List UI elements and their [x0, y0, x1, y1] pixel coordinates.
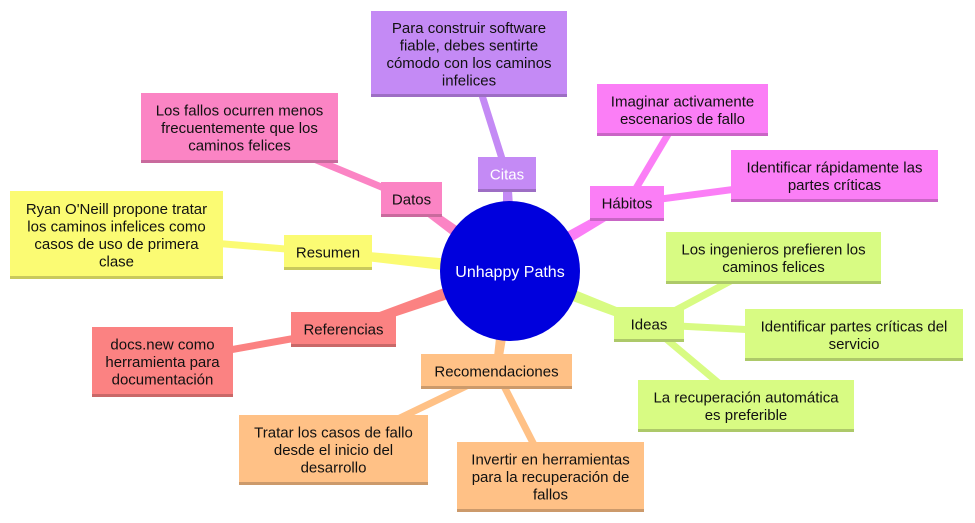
- leaf-datos-1-underline: [141, 160, 338, 163]
- leaf-recomendaciones-2-text-line: para la recuperación de: [472, 469, 630, 486]
- branch-ideas-box: [614, 307, 684, 342]
- leaf-referencias-1-underline: [92, 394, 233, 397]
- branch-habitos-box: [590, 186, 664, 221]
- branch-habitos-underline: [590, 218, 664, 221]
- leaf-habitos-1-text-line: Imaginar activamente: [611, 93, 754, 110]
- leaf-recomendaciones-2-box: [457, 442, 644, 512]
- branch-citas-box: [478, 157, 536, 192]
- leaf-recomendaciones-2-text-line: Invertir en herramientas: [471, 452, 629, 469]
- leaf-citas-1-text-line: fiable, debes sentirte: [400, 37, 538, 54]
- leaf-ideas-1-box: [666, 232, 881, 284]
- branch-citas-text-line: Citas: [490, 167, 524, 184]
- branch-resumen-box: [284, 235, 372, 270]
- branch-referencias-underline: [291, 344, 396, 347]
- root-label: Unhappy Paths: [455, 264, 564, 281]
- leaf-referencias-1-text-line: docs.new como: [110, 337, 214, 354]
- leaf-recomendaciones-1-text-line: Tratar los casos de fallo: [254, 425, 413, 442]
- branch-referencias-box: [291, 312, 396, 347]
- leaf-ideas-1-underline: [666, 281, 881, 284]
- leaf-ideas-2-text-line: servicio: [829, 336, 880, 353]
- leaf-ideas-2-text-line: Identificar partes críticas del: [761, 318, 948, 335]
- leaf-ideas-3-text-line: La recuperación automática: [653, 389, 839, 406]
- branch-citas[interactable]: Citas: [478, 157, 536, 192]
- branch-ideas[interactable]: Ideas: [614, 307, 684, 342]
- leaf-datos-1-text-line: frecuentemente que los: [161, 120, 318, 137]
- root-circle: [440, 201, 580, 341]
- leaf-resumen-1-box: [10, 191, 223, 279]
- root-node[interactable]: Unhappy Paths: [440, 201, 580, 341]
- leaf-citas-1-text-line: Para construir software: [392, 20, 546, 37]
- leaf-habitos-1-box: [597, 84, 768, 136]
- leaf-resumen-1-text-line: casos de uso de primera: [34, 236, 199, 253]
- leaf-ideas-3-box: [638, 380, 854, 432]
- leaf-ideas-1-text-line: caminos felices: [722, 259, 825, 276]
- branch-referencias[interactable]: Referencias: [291, 312, 396, 347]
- branch-resumen[interactable]: Resumen: [284, 235, 372, 270]
- leaf-recomendaciones-1-text-line: desde el inicio del: [274, 442, 393, 459]
- leaf-habitos-2-underline: [731, 199, 938, 202]
- leaf-habitos-2-box: [731, 150, 938, 202]
- leaf-recomendaciones-2-text-line: fallos: [533, 487, 568, 504]
- branch-recomendaciones-underline: [421, 386, 572, 389]
- branch-habitos[interactable]: Hábitos: [590, 186, 664, 221]
- leaf-ideas-3-text-line: es preferible: [705, 407, 788, 424]
- leaf-datos-1-text-line: caminos felices: [188, 138, 291, 155]
- branch-datos-underline: [381, 214, 442, 217]
- branch-datos-box: [381, 182, 442, 217]
- leaf-resumen-1-underline: [10, 276, 223, 279]
- branch-citas-underline: [478, 189, 536, 192]
- branch-habitos-text-line: Hábitos: [602, 196, 653, 213]
- branch-recomendaciones-text-line: Recomendaciones: [434, 364, 558, 381]
- leaf-referencias-1-box: [92, 327, 233, 397]
- branch-recomendaciones-box: [421, 354, 572, 389]
- leaf-ideas-1-text-line: Los ingenieros prefieren los: [681, 241, 865, 258]
- leaf-ideas-3-underline: [638, 429, 854, 432]
- leaf-datos-1-box: [141, 93, 338, 163]
- leaf-citas-1-text-line: infelices: [442, 72, 496, 89]
- branch-resumen-underline: [284, 267, 372, 270]
- leaf-recomendaciones-1-text-line: desarrollo: [301, 460, 367, 477]
- leaf-recomendaciones-1-box: [239, 415, 428, 485]
- branch-ideas-text-line: Ideas: [631, 317, 668, 334]
- leaf-citas-1-box: [371, 11, 567, 97]
- leaf-resumen-1-text-line: clase: [99, 253, 134, 270]
- branch-datos[interactable]: Datos: [381, 182, 442, 217]
- leaf-ideas-2-box: [745, 309, 963, 361]
- branch-datos-text-line: Datos: [392, 192, 431, 209]
- leaf-referencias-1-text-line: documentación: [112, 372, 214, 389]
- leaf-habitos-2-text-line: partes críticas: [788, 177, 881, 194]
- leaf-resumen-1-text-line: los caminos infelices como: [27, 218, 205, 235]
- leaf-resumen-1-text-line: Ryan O'Neill propone tratar: [26, 201, 207, 218]
- leaf-datos-1-text-line: Los fallos ocurren menos: [156, 103, 324, 120]
- branch-ideas-underline: [614, 339, 684, 342]
- leaf-habitos-1-text-line: escenarios de fallo: [620, 111, 745, 128]
- leaf-habitos-1-underline: [597, 133, 768, 136]
- leaf-ideas-2-underline: [745, 358, 963, 361]
- leaf-citas-1-text-line: cómodo con los caminos: [386, 55, 551, 72]
- leaf-referencias-1-text-line: herramienta para: [105, 354, 220, 371]
- branch-resumen-text-line: Resumen: [296, 245, 360, 262]
- leaf-habitos-2-text-line: Identificar rápidamente las: [747, 159, 923, 176]
- leaf-recomendaciones-1-underline: [239, 482, 428, 485]
- leaf-recomendaciones-2-underline: [457, 509, 644, 512]
- branch-referencias-text-line: Referencias: [303, 322, 383, 339]
- nodes-layer: Unhappy Paths Citas Para construir softwar…: [10, 11, 963, 512]
- leaf-citas-1-underline: [371, 94, 567, 97]
- branch-recomendaciones[interactable]: Recomendaciones: [421, 354, 572, 389]
